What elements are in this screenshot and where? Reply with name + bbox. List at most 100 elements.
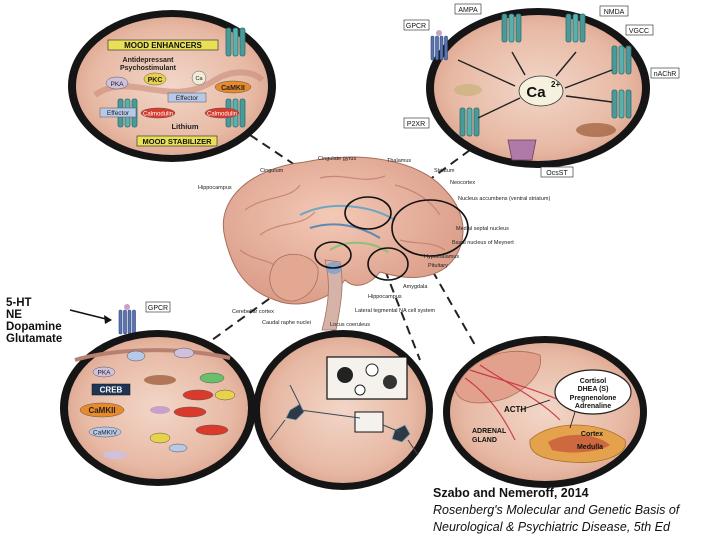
- gpcr-top-label: GPCR: [406, 23, 426, 30]
- mitochondrion-icon: [576, 123, 616, 137]
- effector-left-label: Effector: [107, 110, 130, 117]
- nucleus-accumbens-label: Nucleus accumbens (ventral striatum): [458, 196, 550, 202]
- striatum-label: Striatum: [434, 168, 455, 174]
- brain-illustration: [222, 156, 469, 331]
- top-right-panel: AMPA NMDA GPCR VGCC nAChR P2XR OcsST Ca …: [403, 3, 680, 178]
- ca-label: Ca: [195, 76, 203, 82]
- amygdala-label: Amygdala: [403, 284, 428, 290]
- citation-block: Szabo and Nemeroff, 2014 Rosenberg's Mol…: [433, 485, 718, 536]
- adrenaline-label: Adrenaline: [575, 403, 611, 410]
- hippocampus-label: Hippocampus: [368, 294, 402, 300]
- transmitter-list: 5-HT NE Dopamine Glutamate GPCR: [6, 297, 171, 345]
- highlight-ring-hypothalamus: [367, 247, 409, 281]
- lithium-label: Lithium: [171, 122, 198, 131]
- hippocampus-upper-label: Hippocampus: [198, 185, 232, 191]
- gland-label: GLAND: [472, 437, 497, 444]
- raphe-label: Caudal raphe nuclei: [262, 320, 311, 326]
- calcium-arrows: [457, 51, 613, 119]
- top-left-panel: MOOD ENHANCERS Antidepressant Psychostim…: [68, 10, 276, 162]
- er-icon: [454, 84, 482, 96]
- panel-tissue: [76, 17, 268, 155]
- citation-authors: Szabo and Nemeroff, 2014: [433, 486, 589, 500]
- bottom-left-panel: PKA CREB CaMKII CaMKIV: [60, 330, 256, 486]
- basal-nucleus-label: Basal nucleus of Meynert: [452, 240, 514, 246]
- cortisol-label: Cortisol: [580, 378, 607, 385]
- creb-label: CREB: [100, 386, 123, 395]
- cerebellar-cortex-label: Cerebellar cortex: [232, 309, 274, 315]
- calmodulin-left-label: Calmodulin: [143, 112, 173, 118]
- ion-channel-icon: [501, 13, 522, 43]
- calcium-charge-label: 2+: [551, 80, 560, 89]
- p2xr-label: P2XR: [407, 121, 425, 128]
- vgcc-label: VGCC: [629, 28, 649, 35]
- dopamine-label: Dopamine: [6, 321, 62, 333]
- pka-node: [92, 366, 116, 378]
- camkii-node: [214, 80, 252, 94]
- cortex-label: Cortex: [581, 431, 603, 438]
- citation-book-line2: Neurological & Psychiatric Disease, 5th …: [433, 520, 670, 534]
- ion-channel-icon: [225, 27, 246, 57]
- medulla-label: Medulla: [577, 444, 603, 451]
- ion-channel-icon: [611, 45, 632, 75]
- pituitary-label: Pituitary: [428, 263, 448, 269]
- hormone-oval: [554, 369, 632, 415]
- thalamus-label: Thalamus: [387, 158, 411, 164]
- medial-septal-label: Medial septal nucleus: [456, 226, 509, 232]
- calmodulin-left-node: [140, 107, 176, 119]
- ampa-label: AMPA: [458, 7, 478, 14]
- pka-label: PKA: [97, 370, 111, 377]
- pkc-label: PKC: [148, 77, 163, 84]
- camkiv-node: [88, 426, 122, 438]
- brain-cortex: [222, 156, 464, 305]
- bottom-middle-panel: [253, 330, 433, 490]
- cingulum-label: Cingulum: [260, 168, 284, 174]
- camkii-label: CaMKII: [88, 406, 115, 415]
- arrow-head: [104, 315, 112, 324]
- glutamate-label: Glutamate: [6, 333, 62, 345]
- pka-label: PKA: [110, 81, 124, 88]
- mood-enhancers-label: MOOD ENHANCERS: [124, 41, 202, 50]
- mood-stabilizer-label: MOOD STABILIZER: [142, 137, 212, 146]
- brain-labels: Cingulate gyrus Cingulum Hippocampus Tha…: [198, 156, 550, 328]
- lateral-tegmental-label: Lateral tegmental NA cell system: [355, 308, 436, 314]
- creb-box: [91, 383, 131, 396]
- mood-stabilizer-label-box: [136, 135, 218, 147]
- cingulate-label: Cingulate gyrus: [318, 156, 356, 162]
- bottom-right-panel: Cortisol DHEA (S) Pregnenolone Adrenalin…: [443, 336, 647, 488]
- highlight-ring-raphe: [314, 241, 352, 269]
- camkii-node: [79, 402, 125, 418]
- camkii-label: CaMKII: [221, 85, 245, 92]
- cerebellum: [269, 254, 319, 302]
- arrow-line: [69, 309, 111, 321]
- nachr-label: nAChR: [654, 71, 677, 78]
- ca-node: [191, 70, 207, 86]
- dhea-label: DHEA (S): [578, 386, 609, 393]
- citation-book: Rosenberg's Molecular and Genetic Basis …: [433, 503, 680, 517]
- ion-channel-icon: [565, 13, 586, 43]
- gpcr-left-label: GPCR: [148, 305, 168, 312]
- gpcr-receptor-icon: [118, 303, 136, 335]
- pkc-node: [143, 72, 167, 86]
- ion-channel-icon: [611, 89, 632, 119]
- calmodulin-right-node: [204, 107, 240, 119]
- neuron-cells: [285, 403, 411, 443]
- highlight-ring-thalamus: [344, 196, 392, 230]
- camkiv-label: CaMKIV: [93, 430, 118, 437]
- effector-mid-label: Effector: [176, 95, 199, 102]
- ocs-label: OcsST: [546, 170, 568, 177]
- antidepressant-label: Antidepressant: [123, 57, 175, 64]
- synapse-inset-box-small: [354, 411, 384, 433]
- effector-mid-box: [167, 92, 207, 103]
- calmodulin-right-label: Calmodulin: [207, 112, 237, 118]
- calcium-center-label: Ca: [526, 84, 546, 101]
- locus-label: Locus coeruleus: [330, 322, 370, 328]
- nmda-label: NMDA: [604, 9, 625, 16]
- calcium-ion-node: [518, 75, 564, 107]
- hypothalamus-label: Hypothalamus: [424, 254, 459, 260]
- ion-channel-icon: [459, 107, 480, 137]
- 5ht-label: 5-HT: [6, 297, 32, 309]
- neocortex-label: Neocortex: [450, 180, 475, 186]
- highlight-ring-striatum: [391, 199, 469, 257]
- brainstem: [321, 259, 343, 331]
- mood-enhancers-label-box: [107, 39, 219, 51]
